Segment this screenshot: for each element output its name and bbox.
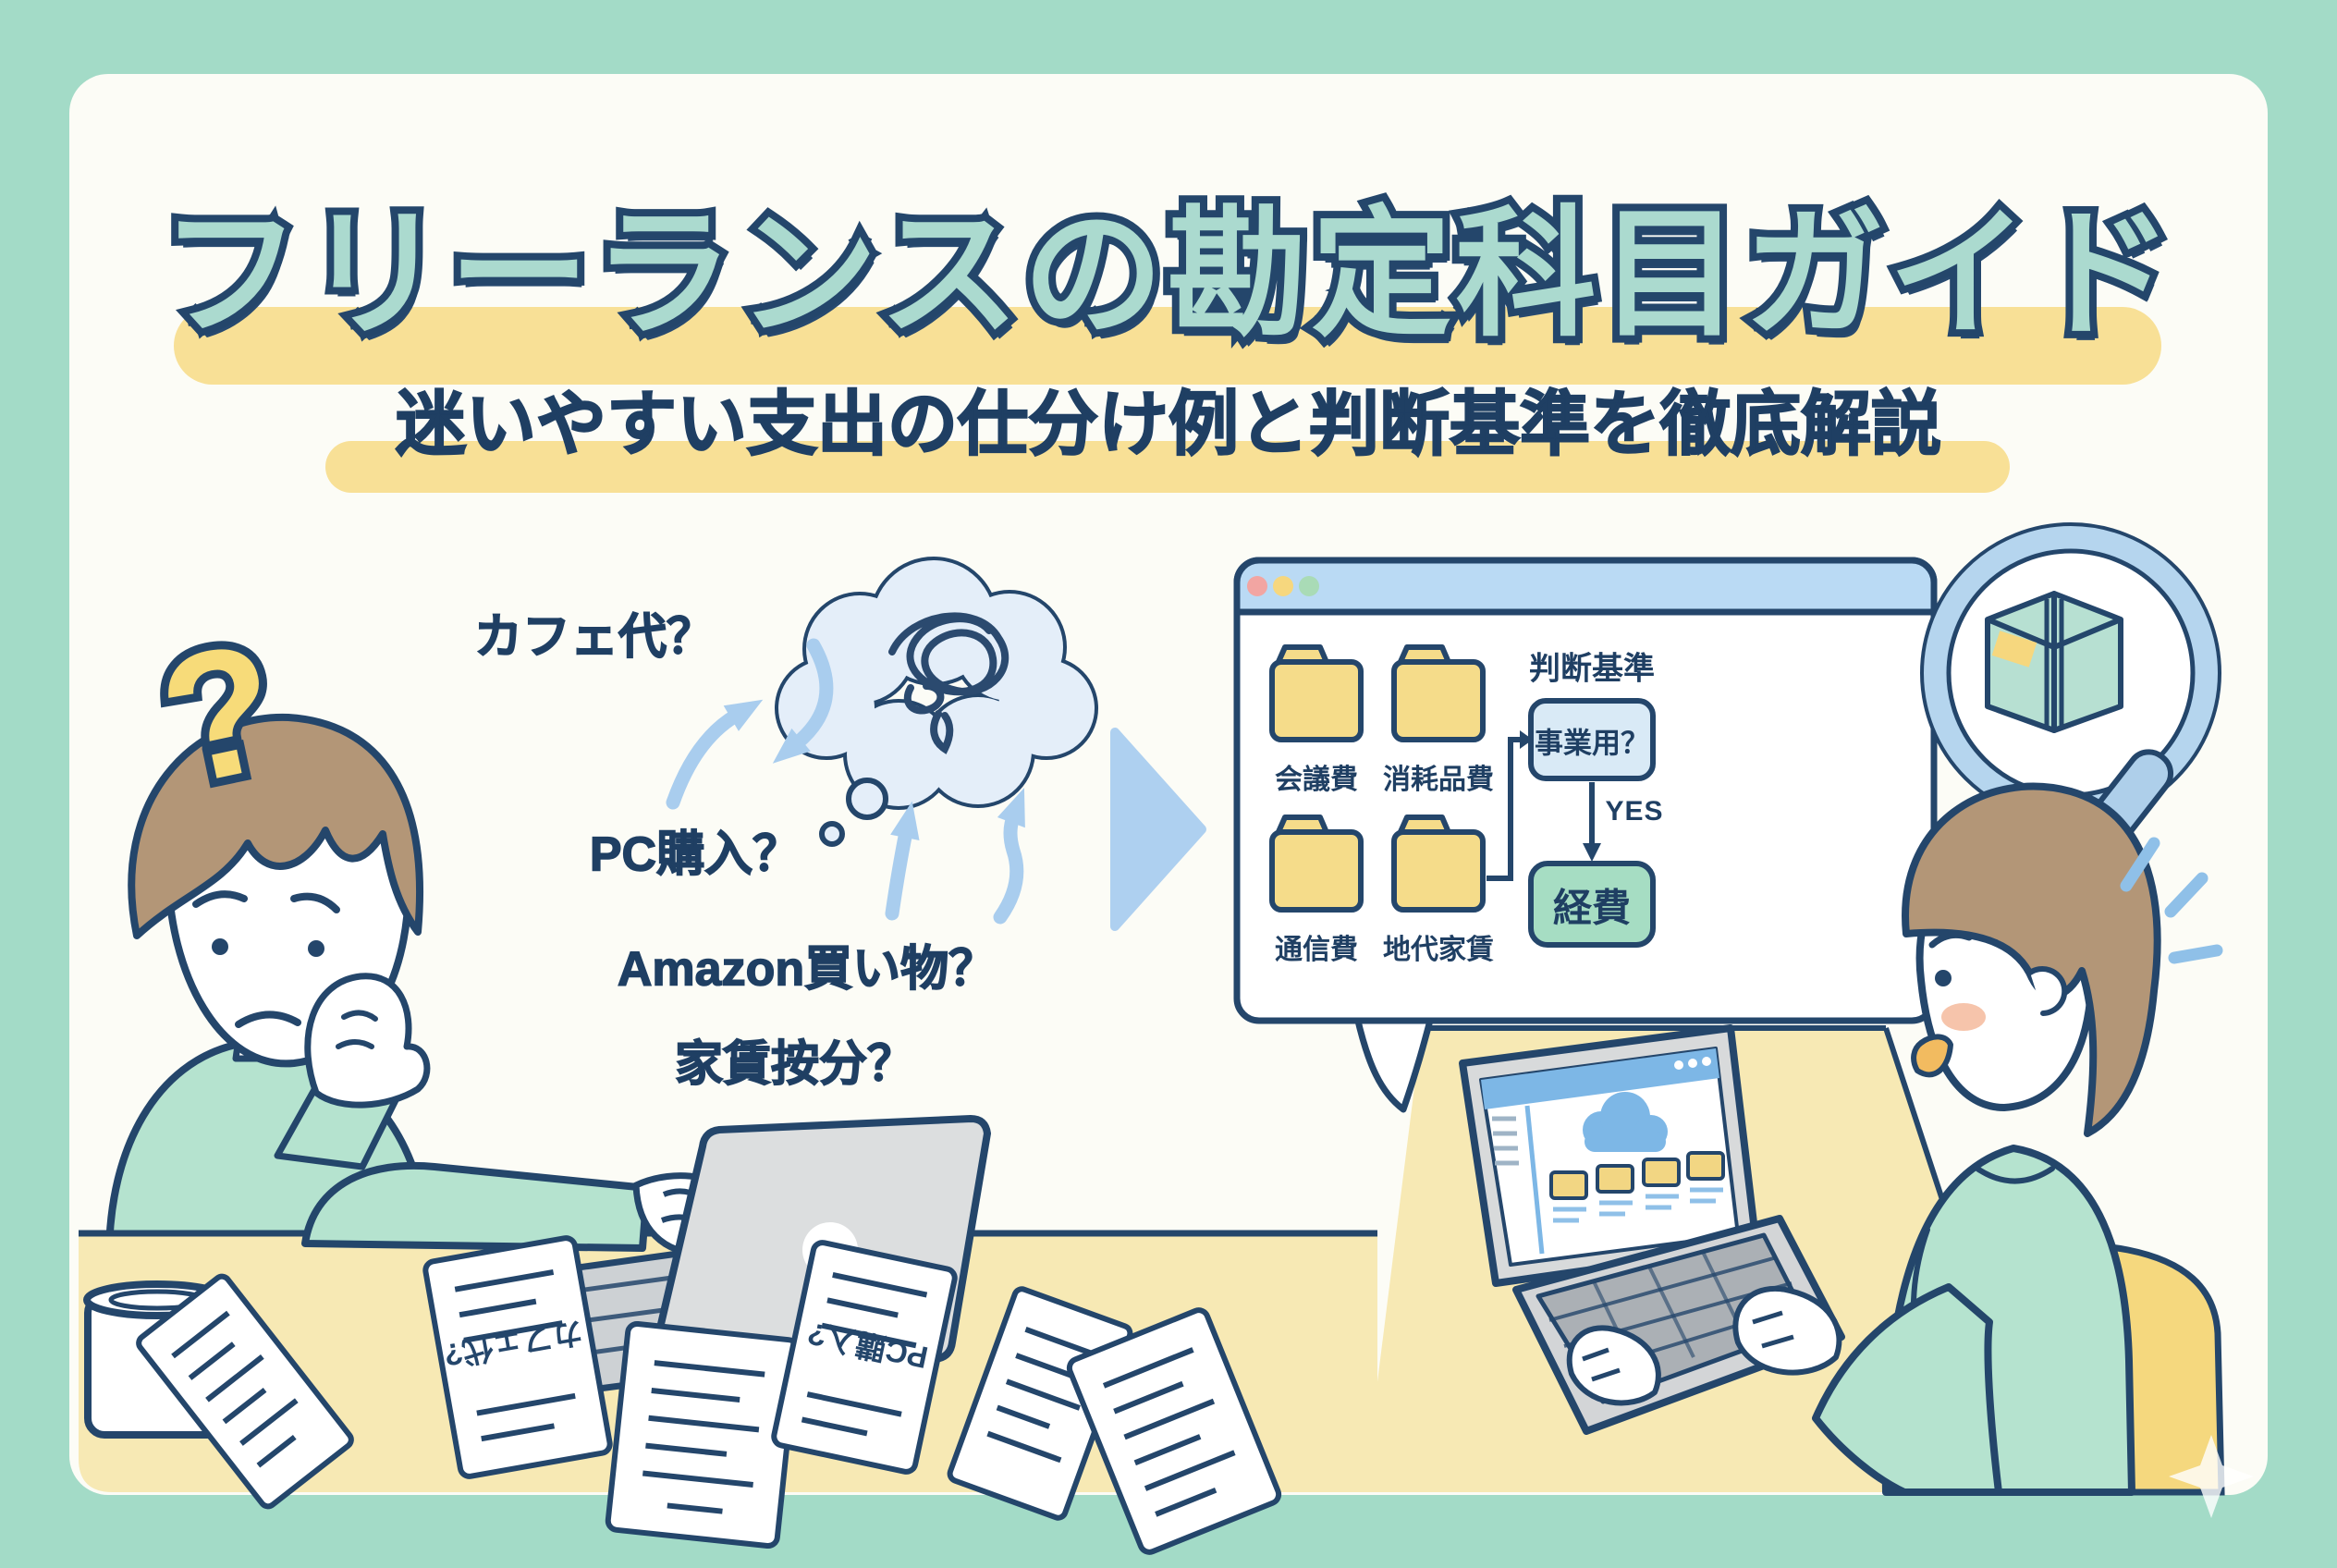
receipts [136,1235,1282,1555]
star-sparkle-icon [2169,1435,2254,1518]
screen-titlebar [1481,1048,1719,1109]
receipt [947,1286,1133,1521]
window-dot-yellow-icon [1273,576,1293,596]
cloud-icon [1583,1092,1668,1152]
folder-icon-meeting [1269,644,1364,742]
right-laptop-icon [1459,1024,2002,1496]
book-icon [1985,591,2123,733]
title-highlight-bar [174,307,2161,385]
right-hand [1732,1285,1842,1376]
mini-folder-icons [1549,1151,1725,1200]
speech-tail [1353,999,1435,1113]
flow-arrow-icon [1110,728,1206,931]
window-dot-red-icon [1247,576,1267,596]
receipt-cafe [422,1235,613,1479]
arrow-amazon-icon [885,801,920,921]
left-hand [1566,1325,1661,1406]
folder-icon-communication [1269,815,1364,913]
thought-bubble-icon [775,557,1098,847]
confusion-arrows [666,638,1025,925]
folder-icon-supplies [1391,644,1486,742]
subtitle-highlight-bar [325,441,2010,493]
receipt [136,1273,354,1510]
arrow-pc-icon [666,699,764,810]
folder-icon-rent [1391,815,1486,913]
arrow-cafe-icon [772,638,834,764]
decision-flow [1487,698,1656,948]
browser-titlebar [1233,557,1938,616]
browser-window [1233,557,1938,1113]
receipt [605,1320,801,1550]
sleeve [1812,1283,2002,1496]
receipt [1066,1307,1282,1555]
sparkle-lines-icon [2120,837,2223,964]
window-dot-green-icon [1299,576,1319,596]
decision-box [1528,698,1656,781]
right-person [1881,782,2223,1496]
result-box [1528,861,1656,948]
arrow-rent-icon [993,788,1025,925]
receipt-pc [771,1240,958,1475]
